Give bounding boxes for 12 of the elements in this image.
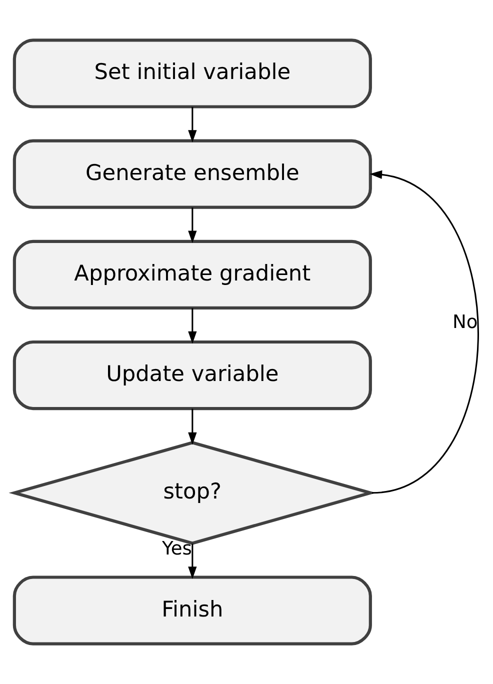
arrow	[188, 544, 197, 580]
arrow	[370, 170, 479, 494]
node-box: Generate ensemble	[12, 139, 372, 209]
edge-label: No	[452, 312, 478, 334]
arrow	[188, 208, 197, 244]
node-box: Approximate gradient	[12, 240, 372, 310]
arrow	[188, 408, 197, 445]
arrow	[188, 106, 197, 143]
node-box: Finish	[12, 576, 372, 646]
node-box: Update variable	[12, 340, 372, 410]
arrow	[188, 308, 197, 344]
node-box: Set initial variable	[12, 38, 372, 108]
